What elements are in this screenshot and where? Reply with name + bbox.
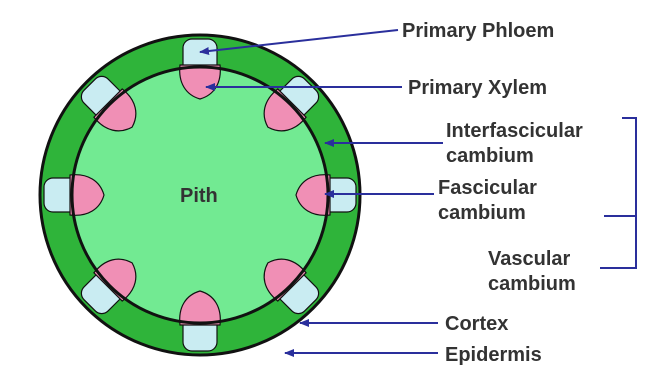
pith-label: Pith [180, 185, 218, 207]
label-cortex: Cortex [445, 313, 508, 335]
vascular-cambium-bracket-stem [600, 216, 636, 268]
label-fascicular: Fascicular [438, 177, 537, 199]
label-epidermis: Epidermis [445, 344, 542, 366]
label-vascular: Vascular [488, 248, 571, 270]
label-fascicular-cambium: cambium [438, 202, 526, 224]
vascular-cambium-bracket [604, 118, 636, 216]
label-vascular-cambium: cambium [488, 273, 576, 295]
label-interfascicular: Interfascicular [446, 120, 583, 142]
label-interfascicular-cambium: cambium [446, 145, 534, 167]
label-primary-phloem: Primary Phloem [402, 20, 554, 42]
label-primary-xylem: Primary Xylem [408, 77, 547, 99]
